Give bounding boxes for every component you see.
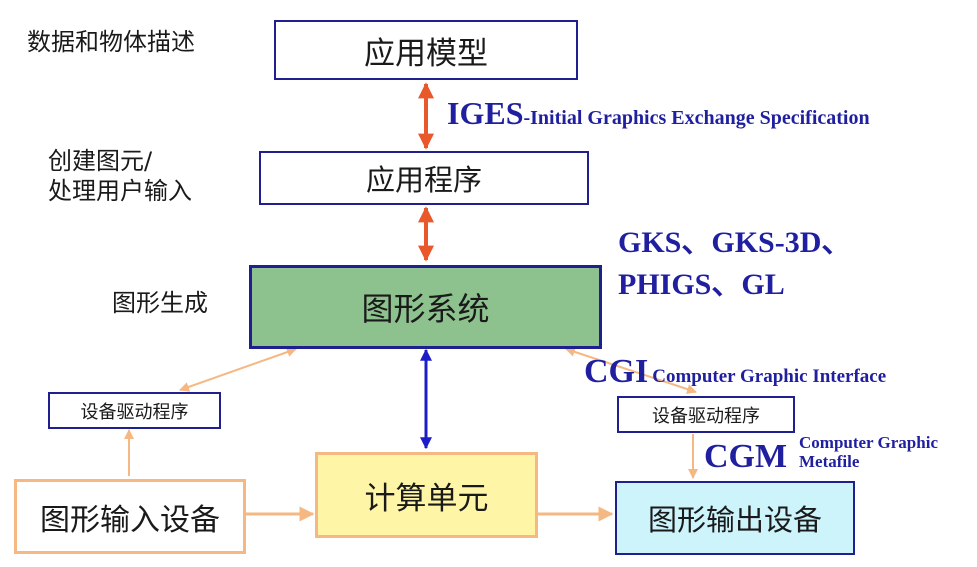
box-application-program: 应用程序 [259, 151, 589, 205]
cgi-annotation: CGI Computer Graphic Interface [584, 353, 886, 391]
label-create-line2: 处理用户输入 [48, 177, 192, 205]
cgm-full-name: Computer Graphic Metafile [799, 433, 938, 471]
arrow-input-driver-system [179, 347, 297, 392]
arrow-system-output-driver [565, 347, 697, 394]
gks-annotation: GKS、GKS-3D、 PHIGS、GL [618, 222, 851, 306]
cgi-abbr: CGI [584, 353, 649, 390]
label-create-primitives: 创建图元/ 处理用户输入 [48, 146, 192, 206]
gks-line2: PHIGS、GL [618, 268, 785, 301]
box-graphics-output-device: 图形输出设备 [615, 481, 855, 555]
box-graphics-input-device: 图形输入设备 [14, 479, 246, 554]
cgm-abbr: CGM [704, 438, 788, 475]
gks-line1: GKS、GKS-3D、 [618, 226, 852, 259]
iges-annotation: IGES-Initial Graphics Exchange Specifica… [447, 95, 870, 132]
box-application-model: 应用模型 [274, 20, 578, 80]
cgi-full-name: Computer Graphic Interface [652, 366, 887, 387]
iges-full-name: -Initial Graphics Exchange Specification [523, 107, 870, 129]
box-graphics-system: 图形系统 [249, 265, 602, 349]
label-create-line1: 创建图元/ [48, 147, 153, 175]
cgm-full-line1: Computer Graphic [799, 433, 938, 452]
label-data-description: 数据和物体描述 [27, 28, 195, 56]
label-graphics-generation: 图形生成 [112, 289, 208, 317]
cgm-full-line2: Metafile [799, 452, 860, 471]
iges-abbr: IGES [447, 95, 524, 131]
box-output-device-driver: 设备驱动程序 [617, 396, 795, 433]
box-computing-unit: 计算单元 [315, 452, 538, 538]
box-input-device-driver: 设备驱动程序 [48, 392, 221, 429]
